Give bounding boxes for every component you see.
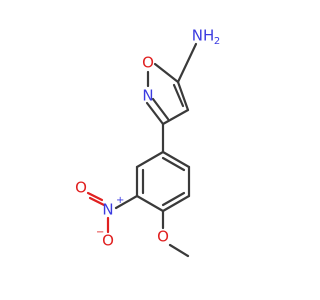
ring-oxygen-label: O bbox=[142, 54, 154, 72]
bond-nitro-n-o-double-2 bbox=[88, 196, 106, 207]
nitro-oxygen-single-label: O bbox=[102, 232, 114, 250]
nitro-nitrogen-label: N bbox=[102, 201, 113, 219]
nitro-oxygen-double-label: O bbox=[75, 179, 87, 197]
bond-n2-c3-double bbox=[151, 97, 170, 121]
bond-methoxy-o-ch3 bbox=[168, 243, 190, 258]
bond-c5-nh2 bbox=[176, 42, 198, 84]
bond-c4-c5 bbox=[176, 80, 190, 112]
bond-nitro-n-o-double bbox=[86, 191, 104, 202]
bond-ar3-nitro-n bbox=[114, 194, 139, 210]
bond-ar4-ar5 bbox=[161, 194, 191, 213]
nitro-nitrogen-charge: + bbox=[116, 195, 124, 206]
bond-c3-c4 bbox=[161, 108, 190, 126]
nitro-oxygen-charge: − bbox=[96, 227, 104, 238]
bond-ar1-ar2 bbox=[135, 150, 165, 169]
ring-nitrogen-label: N bbox=[142, 87, 153, 105]
methoxy-oxygen-label: O bbox=[157, 228, 169, 246]
bond-ar6-ar1 bbox=[161, 150, 191, 169]
bond-c4-c5-double bbox=[172, 83, 185, 108]
bond-ar4-ar5-inner bbox=[161, 191, 186, 207]
amine-label: NH bbox=[192, 27, 215, 45]
bond-ar3-ar4 bbox=[135, 194, 165, 213]
bond-c5-o1 bbox=[153, 62, 180, 84]
bond-ar6-ar1-inner bbox=[161, 156, 186, 172]
amine-h2-subscript: 2 bbox=[214, 36, 220, 47]
molecule-structure: NH 2 O N N + O O − O bbox=[75, 27, 220, 258]
bond-n2-c3 bbox=[145, 101, 165, 126]
